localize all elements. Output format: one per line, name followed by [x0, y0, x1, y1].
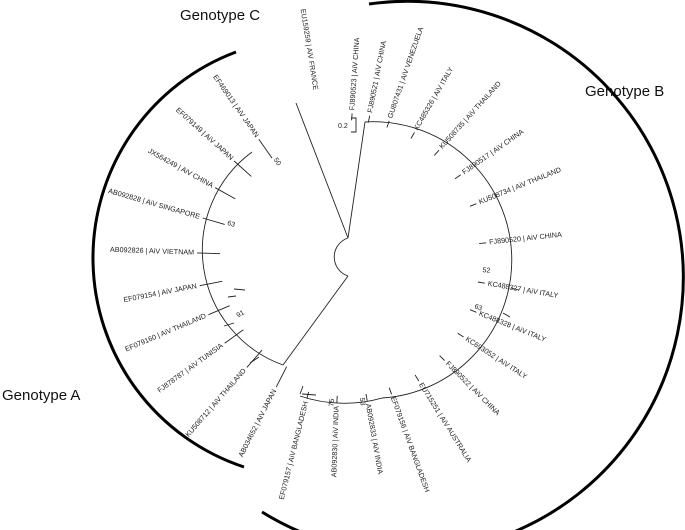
- bootstrap-value: 53: [358, 397, 366, 406]
- leaf-label: FJ890520 | AiV CHINA: [489, 230, 563, 247]
- leaf-label: AB092833 | AiV INDIA: [364, 403, 385, 475]
- leaf-label: EU159259 | AiV FRANCE: [299, 8, 321, 91]
- leaf-label: KU508712 | AiV THAILAND: [183, 366, 248, 438]
- leaf-label: EF079156 | AiV BANGLADESH: [389, 395, 432, 493]
- leaf-label: EF079154 | AiV JAPAN: [123, 281, 198, 304]
- leaf-label: AB034652 | AiV JAPAN: [236, 388, 278, 459]
- leaf-label: EF079149 | AiV JAPAN: [174, 105, 235, 162]
- leaf-label: GU807431 | AiV VENEZUELA: [385, 25, 425, 119]
- leaf-branch: [208, 305, 230, 316]
- leaf-branch: [224, 329, 244, 344]
- bootstrap-value: 50: [272, 157, 282, 167]
- leaf-label: EF469013 | AiV JAPAN: [211, 73, 261, 139]
- leaf-label: FJ890523 | AiV CHINA: [347, 37, 361, 111]
- leaf-label: AB092826 | AiV VIETNAM: [110, 245, 194, 257]
- leaf-label: AB092828 | AiV SINGAPORE: [107, 186, 201, 221]
- leaf-label: JX564249 | AiV CHINA: [147, 146, 216, 190]
- leaf-branch: [386, 120, 390, 128]
- leaf-branch: [197, 252, 221, 255]
- leaf-label: KC485326 | AiV ITALY: [412, 65, 456, 132]
- leaf-branch: [214, 187, 236, 200]
- bootstrap-value: 75: [328, 398, 336, 406]
- leaf-branch: [469, 203, 477, 207]
- leaf-branch: [202, 217, 225, 225]
- leaf-branch: [454, 174, 462, 180]
- genotype-c-label: Genotype C: [180, 7, 260, 24]
- leaf-branch: [351, 113, 353, 121]
- genotype-b-label: Genotype B: [585, 83, 664, 100]
- leaf-label: KC693052 | AiV ITALY: [464, 334, 529, 381]
- bootstrap-value: 63: [226, 220, 236, 229]
- leaf-label: FJ890521 | AiV CHINA: [365, 40, 388, 114]
- leaf-branch: [275, 366, 288, 388]
- leaf-branch: [199, 280, 223, 287]
- leaf-branch: [457, 332, 464, 338]
- genotype-a-arc: [91, 50, 245, 469]
- leaf-branch: [479, 242, 487, 245]
- tree-branches: [197, 102, 520, 404]
- leaf-branch: [246, 349, 263, 368]
- leaf-branch: [367, 115, 371, 123]
- leaf-label: FJ878787 | AiV TUNISIA: [156, 341, 225, 395]
- bootstrap-values: 50 63 91 75 53 52 63: [226, 157, 490, 407]
- leaf-label: AB092830 | AiV INDIA: [329, 406, 340, 478]
- genotype-b-arc: [261, 0, 685, 530]
- bootstrap-value: 63: [473, 303, 483, 312]
- leaf-branch: [365, 393, 368, 401]
- leaf-branch: [410, 132, 415, 139]
- leaf-branch: [414, 374, 420, 382]
- leaf-label: FJ890522 | AiV CHINA: [444, 359, 502, 417]
- svg-text:0.2: 0.2: [338, 123, 348, 130]
- genotype-a-label: Genotype A: [2, 387, 80, 404]
- leaf-label: KC488328 | AiV ITALY: [478, 309, 548, 344]
- leaf-label: EF079157 | AiV BANGLADESH: [277, 400, 310, 500]
- leaf-branch: [233, 160, 252, 177]
- leaf-branch: [306, 391, 310, 399]
- scale-bar: 0.2: [338, 117, 357, 133]
- leaf-labels: EU159259 | AiV FRANCE FJ890523 | AiV CHIN…: [107, 8, 562, 500]
- leaf-branch: [258, 138, 273, 159]
- leaf-branch: [388, 387, 393, 395]
- leaf-label: EF079160 | AiV THAILAND: [124, 311, 208, 353]
- leaf-branch: [433, 149, 440, 156]
- leaf-label: KC488327 | AiV ITALY: [487, 279, 559, 300]
- leaf-label: FJ890517 | AiV CHINA: [460, 127, 525, 176]
- leaf-branch: [469, 309, 477, 313]
- leaf-label: EU715251 | AiV AUSTRALIA: [417, 381, 474, 464]
- leaf-branch: [439, 355, 445, 361]
- bootstrap-value: 91: [236, 310, 246, 320]
- leaf-branch: [477, 281, 485, 284]
- leaf-label: KU508735 | AiV THAILAND: [437, 79, 503, 150]
- bootstrap-value: 52: [482, 267, 490, 275]
